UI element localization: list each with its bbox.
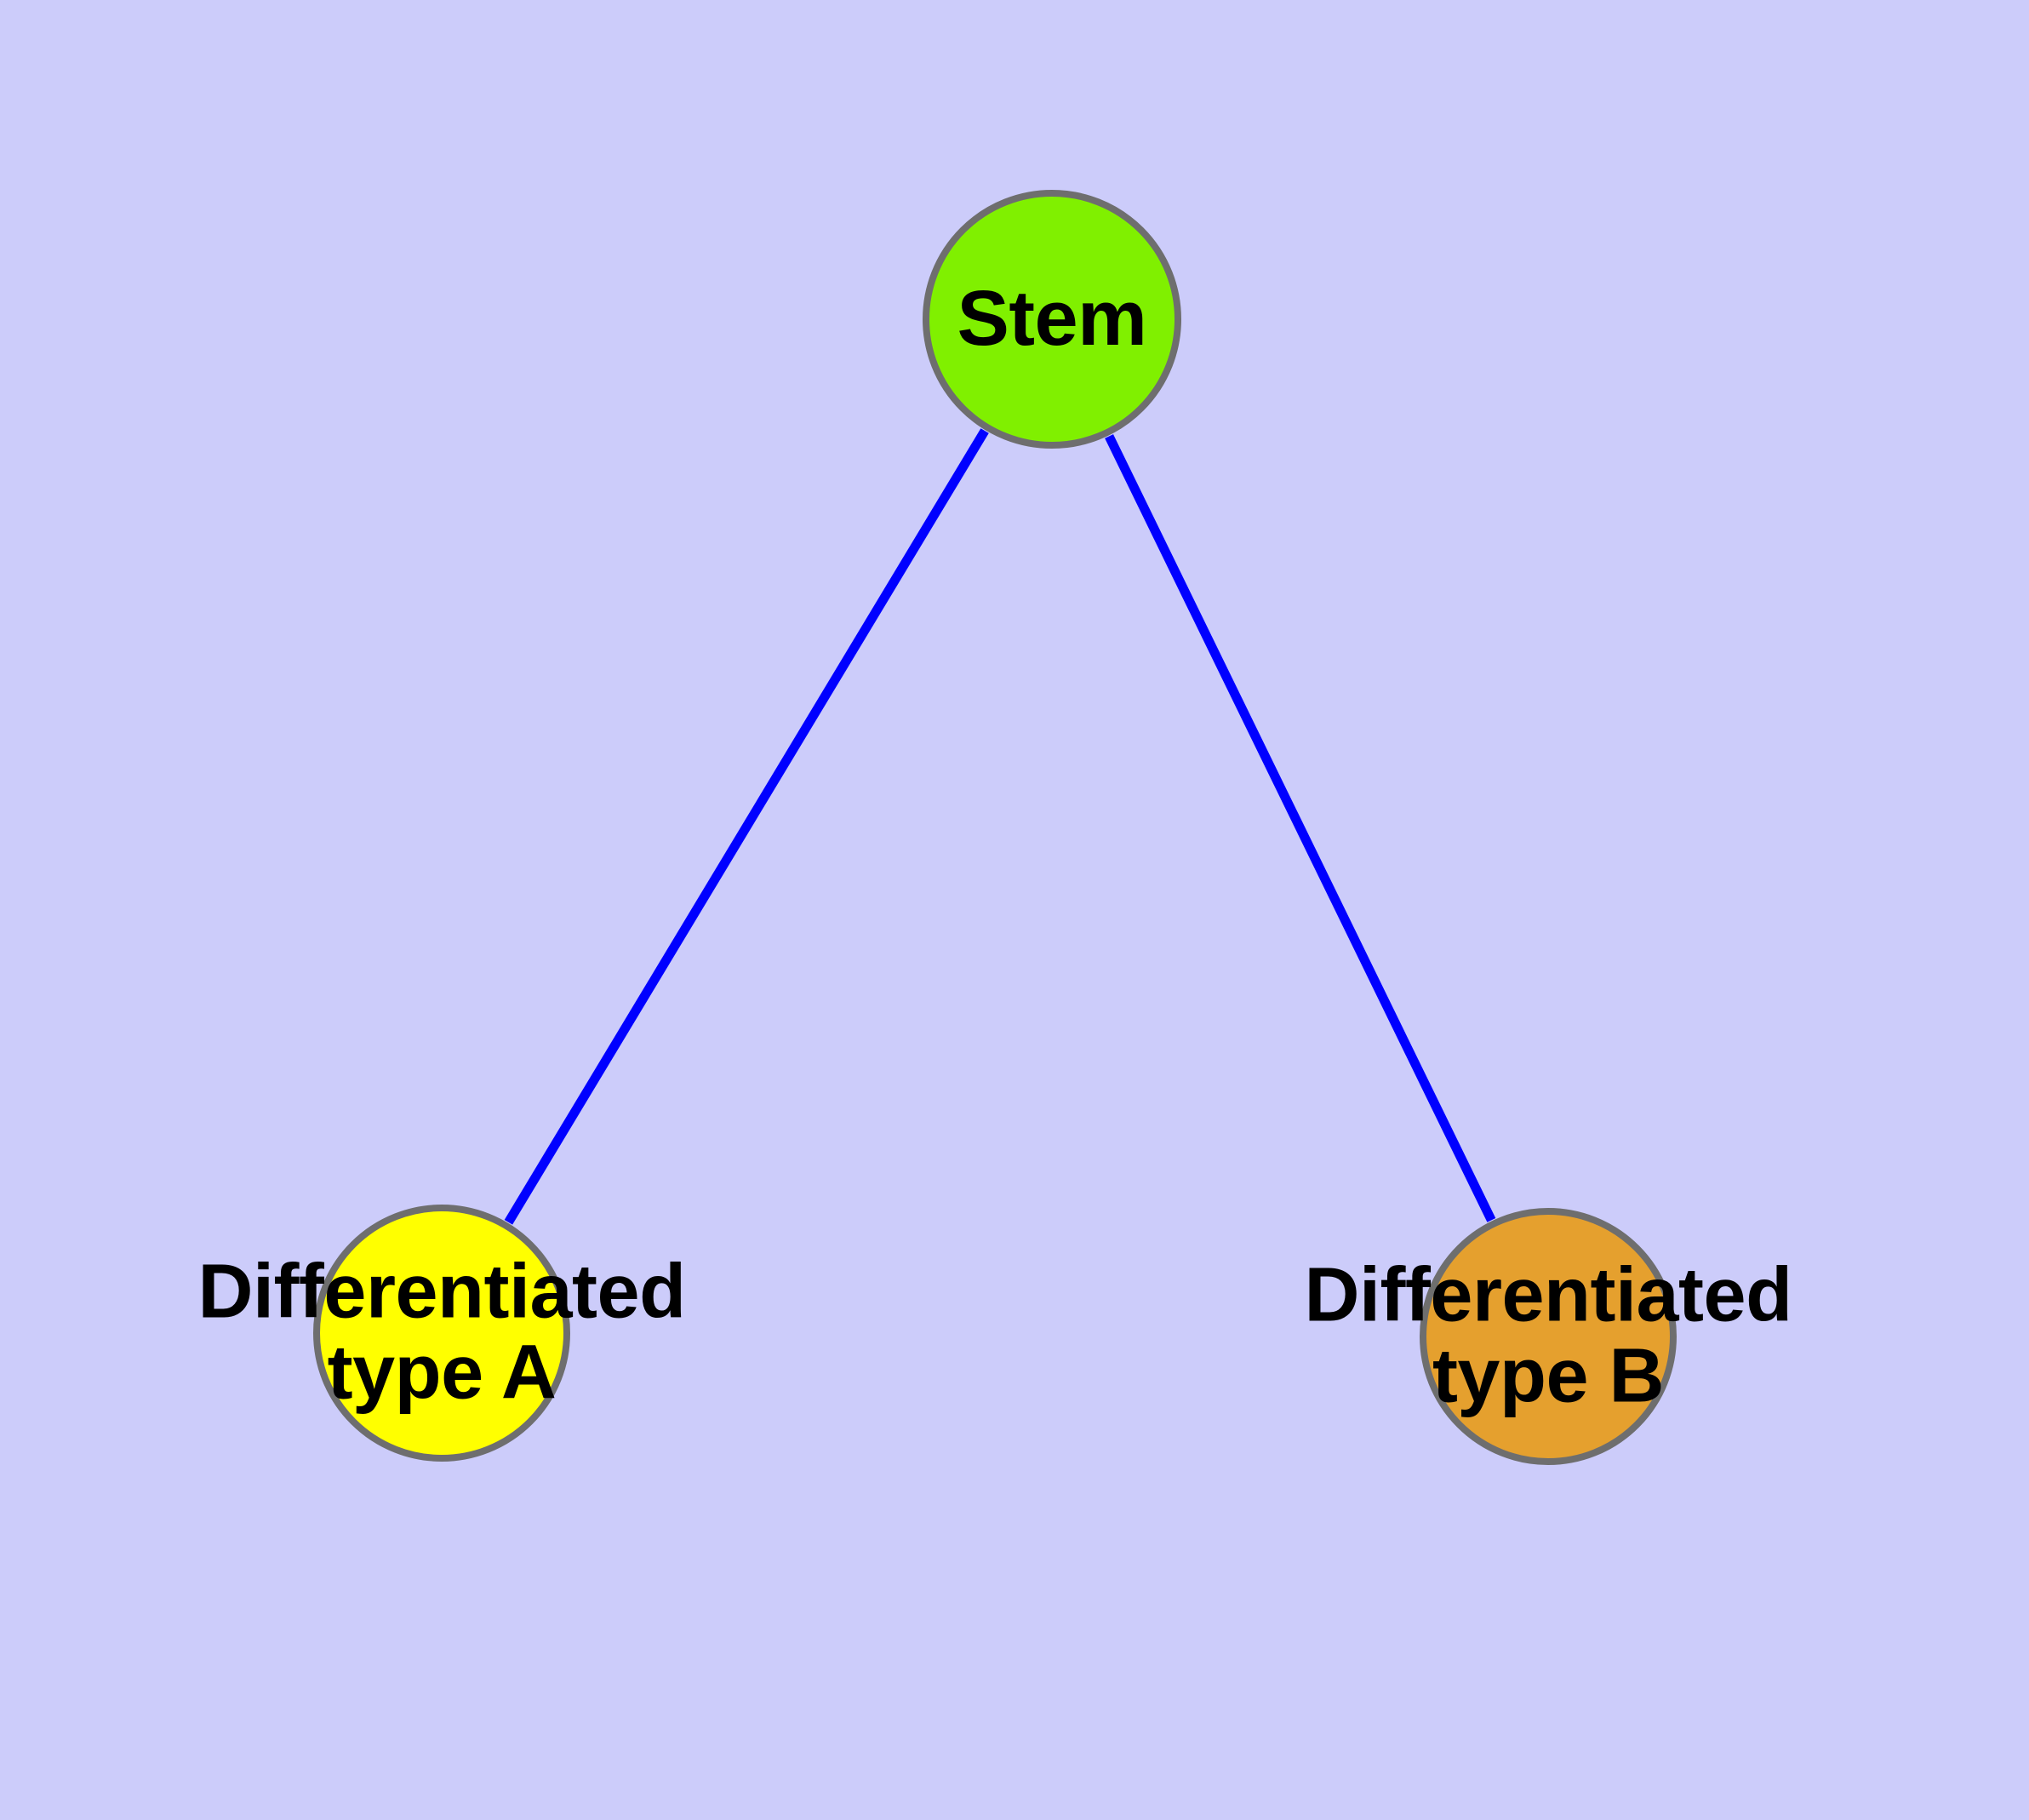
edge-stem-to-diff-b <box>1105 434 1496 1222</box>
node-circle-diff-a[interactable] <box>313 1205 570 1462</box>
node-circle-stem[interactable] <box>923 190 1181 449</box>
edge-layer <box>504 428 1496 1225</box>
node-circle-diff-b[interactable] <box>1420 1208 1677 1465</box>
edge-stem-to-diff-a <box>504 428 989 1225</box>
node-layer <box>313 190 1677 1465</box>
